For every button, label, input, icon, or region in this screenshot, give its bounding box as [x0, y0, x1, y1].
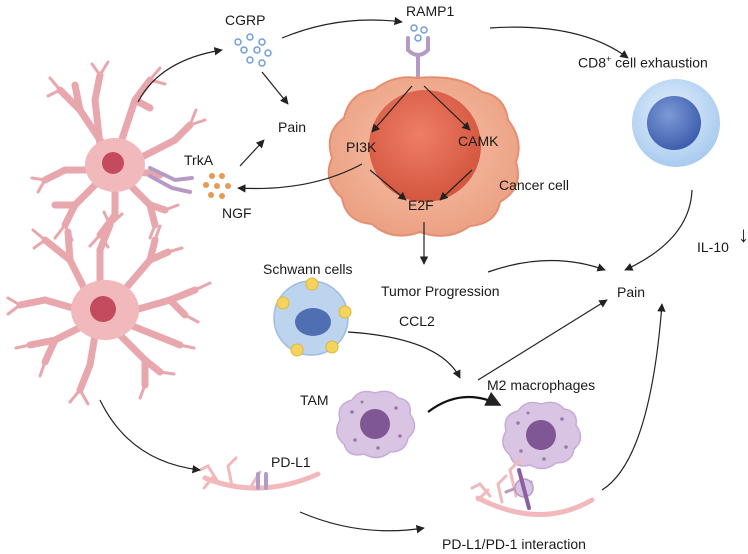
neuron-top-nucleus [102, 152, 124, 174]
cd8-tcell-nucleus [647, 96, 701, 150]
arrow-tumor-pain [487, 259, 606, 273]
ramp1-receptor [406, 24, 430, 80]
m2-nucleus [526, 420, 556, 450]
label-pain-top: Pain [278, 119, 307, 135]
arrow-cancer-ngf [237, 163, 363, 193]
arrow-pdl1-interaction [299, 511, 425, 534]
neuron-bottom [16, 221, 199, 394]
label-cd8-prefix: CD8 [578, 54, 607, 71]
arrow-cgrp-ramp1 [281, 16, 403, 39]
arrow-tam-m2 [427, 391, 502, 413]
m2-granules [516, 411, 568, 461]
arrow-neuron-cgrp [137, 47, 223, 103]
label-pi3k: PI3K [346, 139, 377, 155]
label-ccl2: CCL2 [399, 313, 435, 329]
label-schwann-cells: Schwann cells [263, 261, 353, 277]
arrow-neuron-pdl1 [99, 399, 201, 474]
label-camk: CAMK [458, 133, 499, 149]
label-tumor-progression: Tumor Progression [381, 283, 500, 299]
label-ngf: NGF [222, 205, 252, 221]
pdl1-fiber [198, 456, 321, 491]
label-ramp1: RAMP1 [406, 3, 455, 19]
label-trka: TrkA [184, 152, 214, 168]
schwann-dots [276, 277, 352, 357]
arrow-pi3k-e2f [369, 169, 407, 201]
label-cgrp: CGRP [225, 12, 266, 28]
arrow-m2-pain [477, 299, 608, 381]
arrow-ramp1-cd8 [489, 26, 629, 59]
tam-nucleus [360, 409, 390, 439]
label-cd8-sup: + [606, 54, 612, 64]
neuron-bottom-nucleus [90, 296, 116, 322]
ngf-dots [203, 173, 231, 199]
trka-receptor [148, 166, 194, 194]
label-pain-right: Pain [617, 284, 646, 300]
arrow-cgrp-pain [261, 71, 289, 105]
label-tam: TAM [300, 392, 329, 408]
arrows [99, 16, 693, 534]
label-cancer-cell: Cancer cell [499, 177, 570, 193]
cancer-cell-nucleus [369, 90, 481, 202]
cgrp-dots [234, 33, 272, 67]
label-e2f: E2F [408, 197, 434, 213]
arrow-camk-e2f [439, 169, 473, 201]
label-cd8-exhaustion: CD8+ cell exhaustion [578, 55, 708, 70]
arrow-ngf-pain [239, 139, 265, 167]
schwann-nucleus [295, 308, 331, 336]
label-cd8-suffix: cell exhaustion [611, 54, 708, 71]
arrow-interaction-pain [601, 303, 666, 491]
arrow-ramp1-camk [423, 85, 471, 131]
arrow-schwann-m2 [347, 331, 461, 379]
label-il10: IL-10 [697, 239, 729, 255]
label-pdl1: PD-L1 [271, 454, 311, 470]
il10-down-arrow-icon: ↓ [738, 222, 748, 247]
label-pdl1-pd1-interaction: PD-L1/PD-1 interaction [442, 536, 586, 552]
arrow-cd8-pain [624, 189, 693, 271]
neuron-bottom-tips [6, 210, 212, 406]
label-m2-macrophages: M2 macrophages [487, 377, 596, 393]
tam-granules [350, 400, 402, 450]
arrow-ramp1-pi3k [371, 85, 413, 133]
